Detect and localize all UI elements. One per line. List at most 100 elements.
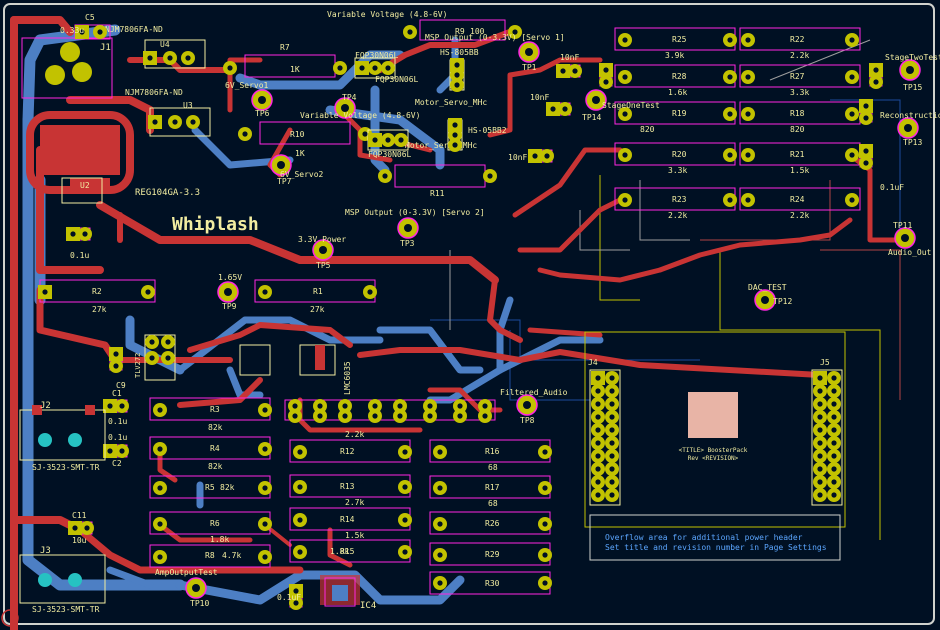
r21-label: R21 [790, 150, 805, 159]
capacitor-c5[interactable]: C5 0.33u [60, 13, 111, 40]
c6-value: 0.1u [70, 251, 89, 260]
j2-label: J2 [40, 401, 51, 411]
tlv-label: TLV272 [134, 353, 142, 378]
header-pin [827, 423, 841, 437]
header-pin [591, 410, 605, 424]
audio-jack-j3[interactable]: J3 SJ-3523-SMT-TR [19, 546, 106, 614]
r7-value: 1K [290, 65, 300, 74]
header-pin [827, 462, 841, 476]
r20-value: 3.3k [668, 166, 687, 175]
tp11-label: TP11 [893, 221, 912, 230]
j5-label: J5 [820, 358, 830, 367]
tp9-label: TP9 [222, 302, 237, 311]
r12-value: 2.2k [345, 430, 364, 439]
r19-value: 820 [640, 125, 655, 134]
c5-value: 0.33u [60, 26, 84, 35]
r17-label: R17 [485, 483, 500, 492]
label-stage-two: StageTwoTest [885, 53, 940, 62]
tp8-label: TP8 [520, 416, 535, 425]
r6-label: R6 [210, 519, 220, 528]
r1-label: R1 [313, 287, 323, 296]
regulator-u4[interactable]: NJM7806FA-ND U4 [105, 25, 206, 69]
label-dac-test: DAC_TEST [748, 283, 787, 292]
tp10-label: TP10 [190, 599, 209, 608]
ic4[interactable]: IC4 [324, 577, 376, 611]
logo-line2: Rev <REVISION> [688, 455, 739, 462]
r24-label: R24 [790, 195, 805, 204]
audio-jack-j2[interactable]: J2 SJ-3523-SMT-TR [19, 401, 106, 472]
label-variable-voltage2: Variable Voltage (4.8-6V) [300, 111, 420, 120]
label-fqp3: FQP30N06L [368, 150, 412, 159]
c29-value: 10nF [530, 93, 549, 102]
u4-label: U4 [160, 40, 170, 49]
opamp-u5-u6[interactable]: LMC6035 [239, 344, 352, 395]
c11-label: C11 [72, 511, 87, 520]
copper-pours [26, 111, 360, 605]
regulator-u2[interactable]: U2 REG104GA-3.3 [61, 177, 200, 204]
header-pin [605, 410, 619, 424]
header-pin [591, 436, 605, 450]
regulator-u3[interactable]: NJM7806FA-ND U3 [125, 88, 211, 137]
board-title: Whiplash [172, 214, 259, 235]
header-pin [605, 436, 619, 450]
label-variable-voltage: Variable Voltage (4.8-6V) [327, 10, 447, 19]
header-pin [827, 397, 841, 411]
header-pin [591, 488, 605, 502]
header-pin [605, 449, 619, 463]
r2-value: 27k [92, 305, 107, 314]
label-motor-servo: Motor_Servo_MHc [415, 98, 487, 107]
r10-value: 1K [295, 149, 305, 158]
r13-value: 2.7k [345, 498, 364, 507]
r1-value: 27k [310, 305, 325, 314]
c24-value: 0.1uF [880, 183, 904, 192]
header-pin [605, 371, 619, 385]
tp7-label: TP7 [277, 177, 292, 186]
tp13-label: TP13 [903, 138, 922, 147]
label-audio-out: Audio_Out [888, 248, 932, 257]
dc-jack-j1[interactable]: J1 [21, 37, 113, 99]
header-pin [813, 436, 827, 450]
header-pin [813, 410, 827, 424]
r18-label: R18 [790, 109, 805, 118]
j3-label: J3 [40, 546, 51, 556]
header-pin [605, 488, 619, 502]
label-msp-out1: MSP Output (0-3.3V) [Servo 1] [425, 33, 565, 42]
boosterpack-outline [584, 331, 846, 561]
header-pin [591, 397, 605, 411]
test-points[interactable]: TP1 TP3 TP4 TP5 TP6 TP7 TP8 TP9 TP10 TP1… [185, 41, 922, 608]
r12-label: R12 [340, 447, 355, 456]
c9-label: C9 [116, 381, 126, 390]
header-j4[interactable]: J4 [588, 358, 621, 506]
u2-label: U2 [80, 181, 90, 190]
header-j5[interactable]: J5 [811, 358, 843, 506]
label-reconstruction: ReconstructionTest [880, 111, 940, 120]
r5-label: R5 [205, 483, 215, 492]
r16-value: 68 [488, 463, 498, 472]
j2-part: SJ-3523-SMT-TR [32, 463, 100, 472]
header-pin [605, 384, 619, 398]
header-pin [827, 384, 841, 398]
r4-label: R4 [210, 444, 220, 453]
njm2-label: NJM7806FA-ND [125, 88, 183, 97]
tp6-label: TP6 [255, 109, 270, 118]
r19-label: R19 [672, 109, 687, 118]
r30-label: R30 [485, 579, 500, 588]
header-pin [591, 384, 605, 398]
opamp-u1[interactable]: TLV272 [134, 334, 176, 381]
r16-label: R16 [485, 447, 500, 456]
header-pin [827, 371, 841, 385]
header-pin [827, 449, 841, 463]
njm1-label: NJM7806FA-ND [105, 25, 163, 34]
mosfet-pads[interactable] [354, 57, 465, 152]
r11-label: R11 [430, 189, 445, 198]
r27-label: R27 [790, 72, 805, 81]
r2-label: R2 [92, 287, 102, 296]
lmc-label: LMC6035 [343, 361, 352, 395]
r17-value: 68 [488, 499, 498, 508]
header-pin [813, 423, 827, 437]
r9-label: R9 [455, 27, 465, 36]
label-motor-servo2: Motor_Servo_MHc [405, 141, 477, 150]
